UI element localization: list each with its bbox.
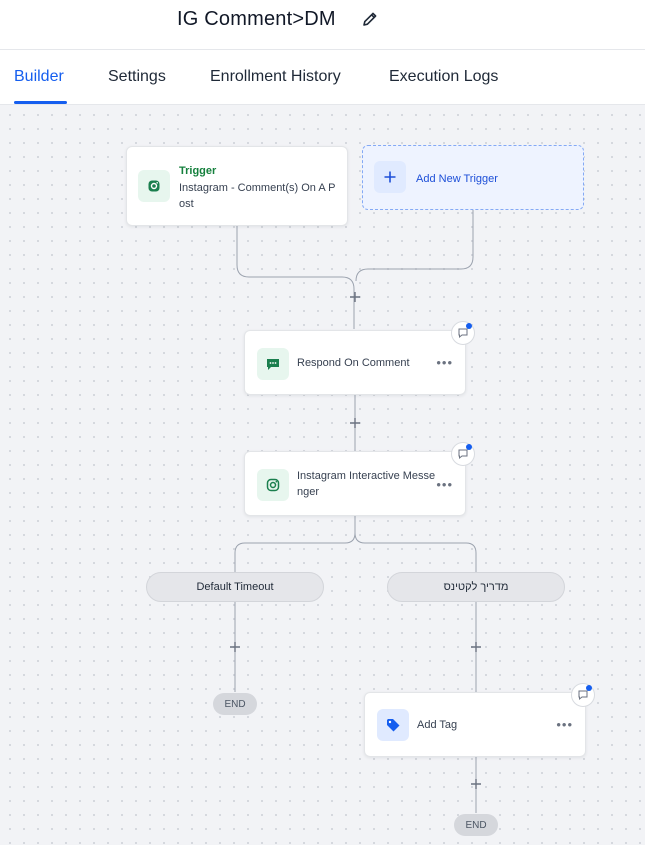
workflow-title: IG Comment>DM xyxy=(177,8,336,30)
plus-icon xyxy=(374,161,406,193)
tab-builder[interactable]: Builder xyxy=(14,68,64,85)
action-card-respond-on-comment[interactable]: Respond On Comment ••• xyxy=(244,330,466,395)
action-card-instagram-interactive-messenger[interactable]: Instagram Interactive Messe nger ••• xyxy=(244,451,466,516)
tag-icon xyxy=(377,709,409,741)
trigger-title: Trigger xyxy=(179,165,217,177)
add-step-plus-icon[interactable] xyxy=(469,640,483,654)
notification-dot xyxy=(466,444,472,450)
trigger-card[interactable]: Trigger Instagram - Comment(s) On A P os… xyxy=(126,146,348,226)
trigger-label-line2: ost xyxy=(179,198,194,210)
branch-button-reply[interactable]: מדריך לקטינס xyxy=(387,572,565,602)
chat-bubble-icon xyxy=(257,348,289,380)
end-marker: END xyxy=(213,693,257,715)
instagram-icon xyxy=(257,469,289,501)
action-label: Add Tag xyxy=(417,719,458,731)
active-tab-indicator xyxy=(14,101,67,104)
workflow-canvas[interactable]: Trigger Instagram - Comment(s) On A P os… xyxy=(0,105,645,845)
add-step-plus-icon[interactable] xyxy=(228,640,242,654)
note-comment-icon[interactable] xyxy=(451,321,475,345)
more-options-icon[interactable]: ••• xyxy=(436,477,453,492)
action-card-add-tag[interactable]: Add Tag ••• xyxy=(364,692,586,757)
pencil-edit-icon[interactable] xyxy=(360,9,380,29)
trigger-label-line1: Instagram - Comment(s) On A P xyxy=(179,182,336,194)
note-comment-icon[interactable] xyxy=(571,683,595,707)
tab-execution-logs[interactable]: Execution Logs xyxy=(389,68,499,85)
action-label-line2: nger xyxy=(297,486,320,498)
notification-dot xyxy=(466,323,472,329)
add-step-plus-icon[interactable] xyxy=(348,290,362,304)
tab-enrollment-history[interactable]: Enrollment History xyxy=(210,68,341,85)
more-options-icon[interactable]: ••• xyxy=(436,355,453,370)
add-new-trigger-button[interactable]: Add New Trigger xyxy=(362,145,584,210)
add-step-plus-icon[interactable] xyxy=(348,416,362,430)
end-marker: END xyxy=(454,814,498,836)
notification-dot xyxy=(586,685,592,691)
branch-default-timeout[interactable]: Default Timeout xyxy=(146,572,324,602)
tab-settings[interactable]: Settings xyxy=(108,68,166,85)
more-options-icon[interactable]: ••• xyxy=(556,717,573,732)
top-header: IG Comment>DM xyxy=(0,0,645,50)
action-label: Respond On Comment xyxy=(297,357,410,369)
action-label-line1: Instagram Interactive Messe xyxy=(297,470,436,482)
tab-bar: Builder Settings Enrollment History Exec… xyxy=(0,51,645,105)
note-comment-icon[interactable] xyxy=(451,442,475,466)
add-new-trigger-label: Add New Trigger xyxy=(416,173,498,185)
instagram-icon xyxy=(138,170,170,202)
add-step-plus-icon[interactable] xyxy=(469,777,483,791)
